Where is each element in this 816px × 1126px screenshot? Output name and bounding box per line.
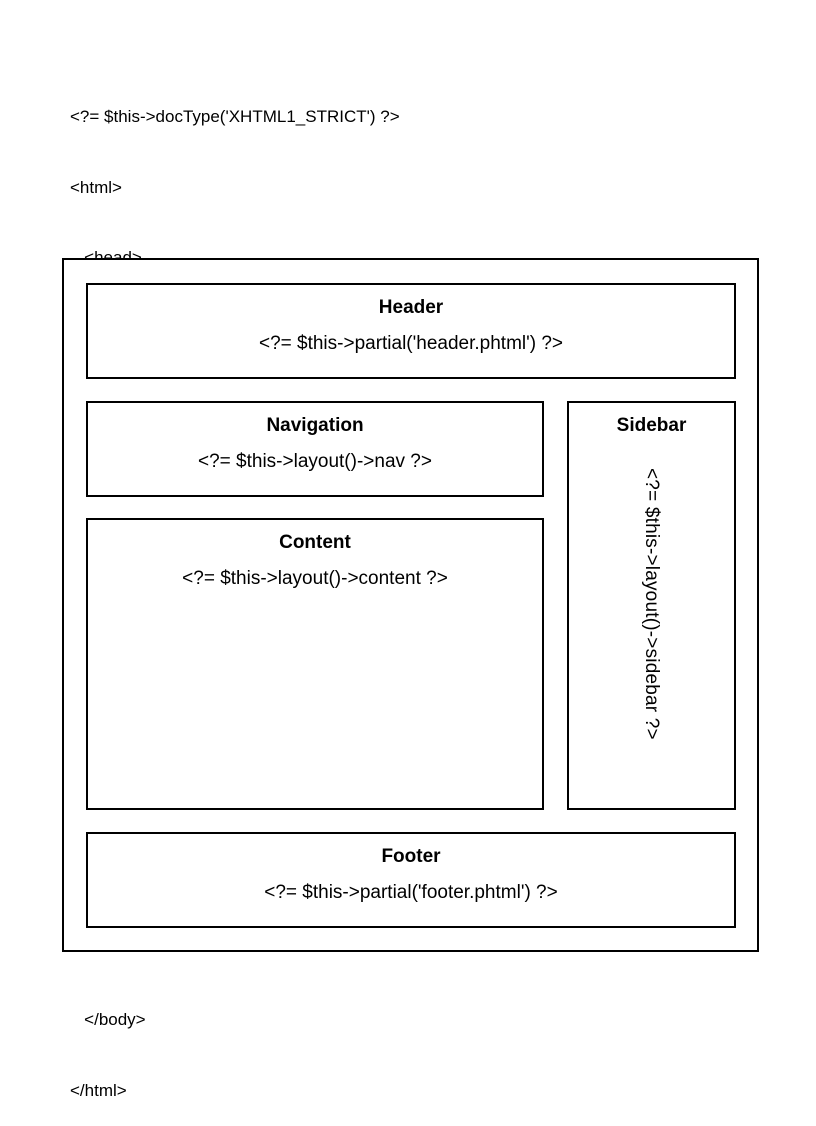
region-sidebar-code-wrap: <?= $this->layout()->sidebar ?> xyxy=(569,468,734,808)
region-header-title: Header xyxy=(378,297,444,318)
region-header: Header <?= $this->partial('header.phtml'… xyxy=(86,283,736,379)
region-footer: Footer <?= $this->partial('footer.phtml'… xyxy=(86,832,736,928)
region-sidebar-code: <?= $this->layout()->sidebar ?> xyxy=(641,468,662,740)
code-line: <?= $this->docType('XHTML1_STRICT') ?> xyxy=(70,107,400,126)
region-navigation-title: Navigation xyxy=(266,415,364,436)
region-content-code: <?= $this->layout()->content ?> xyxy=(182,568,448,589)
code-line: </body> xyxy=(70,1010,146,1029)
region-content: Content <?= $this->layout()->content ?> xyxy=(86,518,544,810)
code-line: </html> xyxy=(70,1080,127,1100)
region-footer-title: Footer xyxy=(381,846,441,867)
code-block-bottom: </body> </html> xyxy=(70,961,146,1126)
region-navigation: Navigation <?= $this->layout()->nav ?> xyxy=(86,401,544,497)
layout-container: Header <?= $this->partial('header.phtml'… xyxy=(62,258,759,952)
code-line: <html> xyxy=(70,177,122,197)
region-footer-code: <?= $this->partial('footer.phtml') ?> xyxy=(264,882,558,903)
region-sidebar-title: Sidebar xyxy=(616,415,687,436)
region-header-code: <?= $this->partial('header.phtml') ?> xyxy=(258,333,564,354)
region-navigation-code: <?= $this->layout()->nav ?> xyxy=(198,451,432,472)
region-sidebar: Sidebar <?= $this->layout()->sidebar ?> xyxy=(567,401,736,810)
region-content-title: Content xyxy=(279,532,351,553)
